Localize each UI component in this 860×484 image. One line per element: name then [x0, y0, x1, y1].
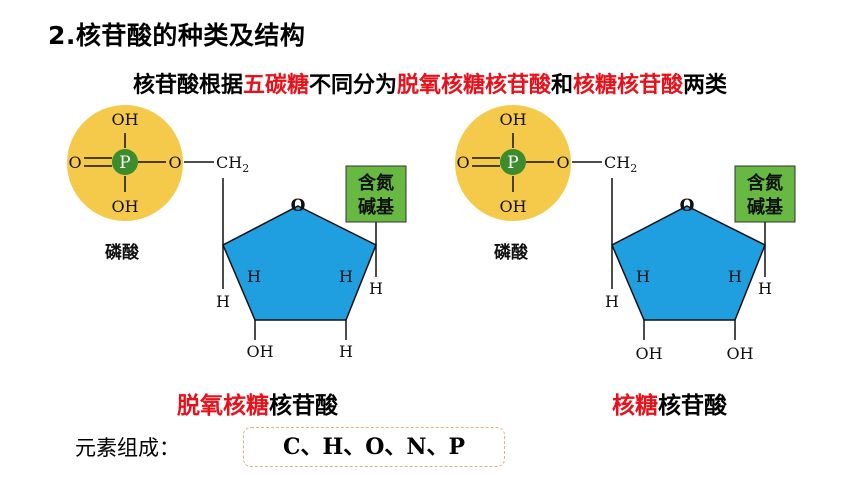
- subtitle-part: 和: [551, 73, 574, 98]
- subtitle-part: 两类: [683, 73, 728, 98]
- subtitle-part-highlight: 五碳糖: [242, 73, 309, 98]
- left-ch2-main: CH: [216, 153, 242, 172]
- left-phosphate-label: 磷酸: [105, 242, 140, 263]
- subtitle-part: 核苷酸根据: [132, 73, 243, 98]
- left-ch2-sub: 2: [242, 162, 249, 175]
- right-ch2-sub: 2: [630, 162, 637, 175]
- left-c3-oh: OH: [246, 342, 273, 361]
- subtitle-part-highlight: 核糖核苷酸: [573, 73, 684, 98]
- right-c3-oh: OH: [635, 344, 662, 363]
- left-base-line2: 碱基: [358, 196, 395, 218]
- left-phosphorus-circle: [112, 149, 138, 175]
- right-ring-oxygen: O: [680, 196, 695, 216]
- page-heading: 2.核苷酸的种类及结构: [48, 21, 306, 50]
- left-base-box: [345, 165, 407, 223]
- right-nucleotide: P OH OH O O CH2 磷酸 O H H H H 含氮 碱基 OH OH: [455, 105, 796, 363]
- right-o-double: O: [456, 153, 469, 172]
- subtitle-part: 不同分为: [308, 73, 397, 98]
- right-caption-black: 核苷酸: [658, 393, 727, 419]
- right-caption: 核糖核苷酸: [612, 386, 727, 420]
- right-phosphorus-circle: [500, 149, 526, 175]
- right-ch2-main: CH: [604, 153, 630, 172]
- left-base-line1: 含氮: [358, 172, 394, 194]
- elements-label: 元素组成：: [75, 436, 180, 460]
- left-o-double: O: [68, 153, 81, 172]
- left-c2-substituent: H: [339, 342, 353, 361]
- left-caption-red: 脱氧核糖: [177, 393, 269, 419]
- left-c1-h: H: [369, 279, 383, 298]
- right-c3-h-inner: H: [636, 267, 650, 286]
- right-c2-substituent: OH: [726, 344, 753, 363]
- left-c3-h-inner: H: [247, 267, 261, 286]
- left-oh-top: OH: [111, 110, 138, 129]
- left-caption: 脱氧核糖核苷酸: [177, 386, 338, 420]
- left-caption-black: 核苷酸: [269, 393, 338, 419]
- right-c2-h-inner: H: [728, 267, 742, 286]
- right-o-ester: O: [556, 153, 569, 172]
- subtitle: 核苷酸根据五碳糖不同分为脱氧核糖核苷酸和核糖核苷酸两类: [0, 67, 860, 99]
- left-phosphorus-atom: P: [119, 153, 130, 173]
- right-base-box: [734, 165, 796, 223]
- right-phosphate-label: 磷酸: [494, 242, 529, 263]
- right-base-line1: 含氮: [747, 172, 783, 194]
- left-oh-bottom: OH: [111, 197, 138, 216]
- right-c4-h: H: [605, 292, 619, 311]
- right-oh-bottom: OH: [499, 197, 526, 216]
- subtitle-part-highlight: 脱氧核糖核苷酸: [396, 73, 551, 98]
- left-c4-h: H: [216, 292, 230, 311]
- left-ring-oxygen: O: [291, 196, 306, 216]
- left-nucleotide: P OH OH O O CH2 磷酸 O H H H H 含氮 碱基 OH H: [67, 105, 407, 361]
- left-c2-h-inner: H: [339, 267, 353, 286]
- right-oh-top: OH: [499, 110, 526, 129]
- elements-value-box: C、H、O、N、P: [243, 427, 505, 467]
- left-o-ester: O: [168, 153, 181, 172]
- right-base-line2: 碱基: [747, 196, 784, 218]
- left-sugar-ring: [222, 205, 377, 321]
- left-ch2: CH2: [216, 153, 249, 175]
- right-sugar-ring: [611, 205, 766, 321]
- right-ch2: CH2: [604, 153, 637, 175]
- right-phosphorus-atom: P: [507, 153, 518, 173]
- right-caption-red: 核糖: [612, 393, 658, 419]
- right-c1-h: H: [758, 279, 772, 298]
